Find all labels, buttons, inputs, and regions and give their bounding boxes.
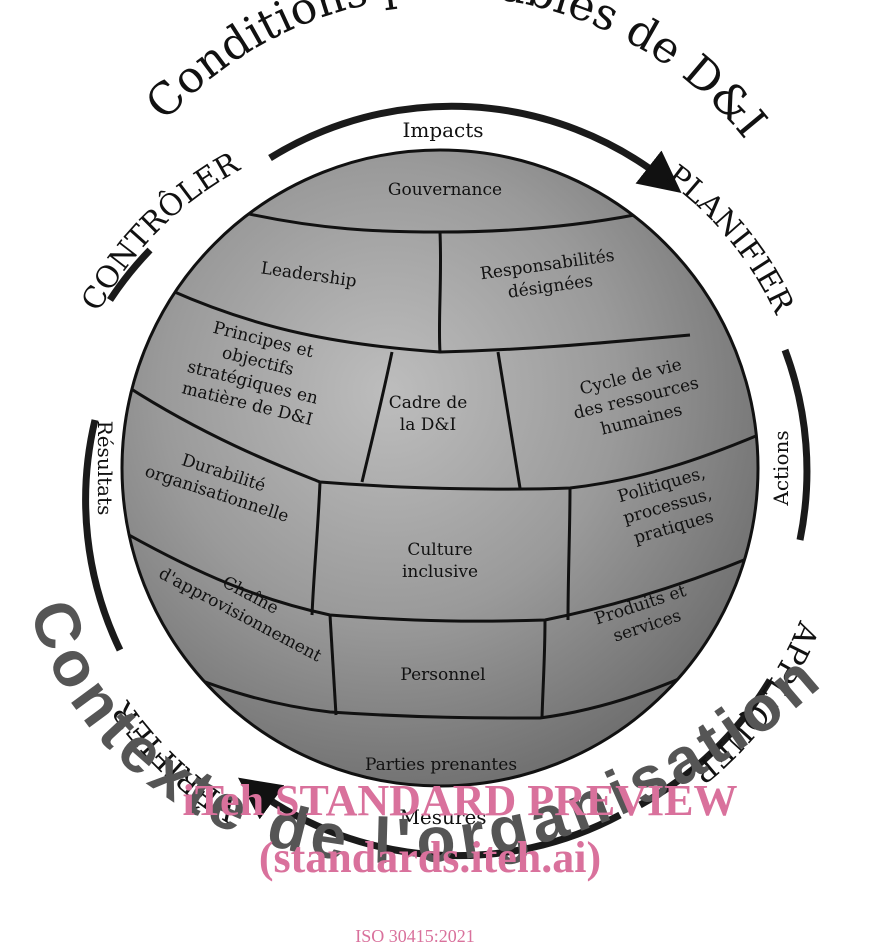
watermark-footer: ISO 30415:2021: [355, 926, 475, 946]
piece-cycle-rh: Cycle de viedes ressourceshumaines: [566, 352, 706, 445]
ring-label-impacts: Impacts: [402, 118, 483, 142]
piece-line: Cadre de: [389, 393, 468, 413]
watermark-line1: iTeh STANDARD PREVIEW: [183, 776, 738, 825]
ring-label-resultats: Résultats: [93, 421, 117, 516]
pdca-cycle: [82, 102, 811, 860]
ring-label-actions: Actions: [769, 430, 793, 506]
piece-line: Personnel: [400, 665, 485, 685]
piece-line: la D&I: [400, 415, 456, 435]
globe: [120, 148, 760, 788]
piece-gouvernance: Gouvernance: [388, 180, 502, 200]
arrow-bottom: [237, 777, 622, 860]
piece-line: inclusive: [402, 562, 478, 582]
watermark-line2: (standards.iteh.ai): [259, 833, 601, 882]
piece-line: Parties prenantes: [365, 755, 517, 775]
arc-left-up: [107, 247, 153, 302]
ring-label-mesures: Mesures: [399, 805, 486, 829]
piece-line: Culture: [407, 540, 472, 560]
piece-parties: Parties prenantes: [365, 755, 517, 775]
globe-disc: [122, 150, 758, 786]
arc-left: [82, 419, 124, 652]
arrow-top: [268, 102, 682, 193]
piece-personnel: Personnel: [400, 665, 485, 685]
puzzle-seams: [122, 203, 758, 720]
piece-line: Gouvernance: [388, 180, 502, 200]
arc-right: [781, 348, 811, 541]
arc-right-low: [638, 678, 774, 809]
